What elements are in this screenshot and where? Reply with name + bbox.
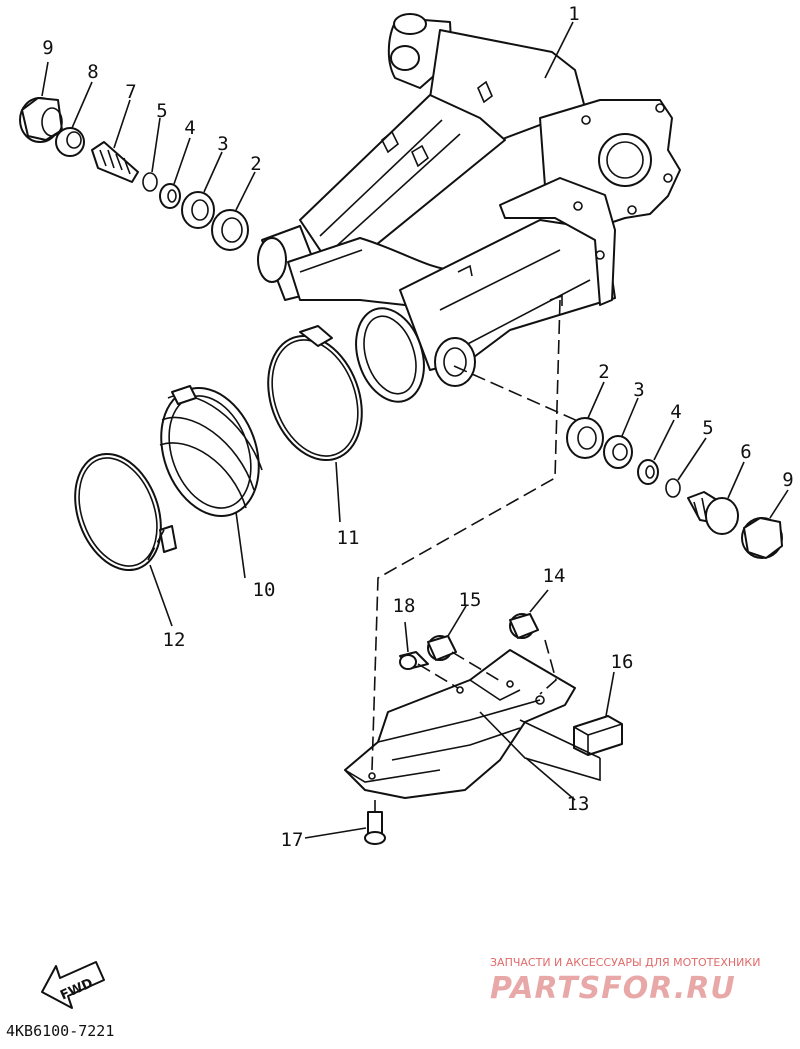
label-part-5-left: 5 — [156, 100, 167, 122]
label-part-16: 16 — [611, 651, 634, 673]
label-part-8: 8 — [87, 61, 98, 83]
label-part-14: 14 — [543, 565, 566, 587]
cap-part-9-left — [19, 97, 63, 143]
oring-part-5-left — [142, 172, 158, 192]
diagram-code: 4KB6100-7221 — [6, 1022, 114, 1040]
band-part-11 — [267, 325, 363, 461]
bolt-part-17 — [364, 811, 386, 845]
collar-part-4-left — [159, 183, 181, 209]
label-part-5-right: 5 — [702, 417, 713, 439]
label-part-4-left: 4 — [184, 117, 195, 139]
label-part-3-left: 3 — [217, 133, 228, 155]
label-part-3-right: 3 — [633, 379, 644, 401]
pivot-shaft-part-7 — [91, 141, 139, 183]
label-part-9-left: 9 — [42, 37, 53, 59]
label-part-4-right: 4 — [670, 401, 681, 423]
boot-part-10 — [159, 385, 263, 517]
oil-seal-part-3-right — [603, 435, 633, 469]
bolt-part-18 — [399, 651, 429, 670]
pivot-bolt-part-6 — [687, 491, 739, 535]
bearing-part-2-right — [566, 417, 604, 459]
label-part-2-right: 2 — [598, 361, 609, 383]
leader-lines — [41, 21, 789, 839]
label-part-1: 1 — [568, 3, 579, 25]
label-part-15: 15 — [459, 589, 482, 611]
locknut-part-8 — [55, 127, 85, 157]
collar-part-4-right — [637, 459, 659, 485]
label-part-13: 13 — [567, 793, 590, 815]
fwd-arrow-icon: FWD — [41, 961, 105, 1009]
oil-seal-part-3-left — [181, 191, 215, 229]
watermark-tagline: ЗАПЧАСТИ И АКСЕССУАРЫ ДЛЯ МОТОТЕХНИКИ — [490, 956, 760, 969]
band-part-12 — [74, 452, 177, 572]
label-part-11: 11 — [337, 527, 360, 549]
label-part-2-left: 2 — [250, 153, 261, 175]
swingarm-part-1 — [257, 13, 681, 403]
label-part-12: 12 — [163, 629, 186, 651]
label-part-18: 18 — [393, 595, 416, 617]
bearing-part-2-left — [211, 209, 249, 251]
part-number-labels: 1 9 8 7 5 4 3 2 2 3 4 5 6 9 10 11 12 14 … — [42, 3, 793, 851]
guard-part-13 — [344, 649, 576, 799]
cap-part-9-right — [741, 517, 783, 559]
label-part-17: 17 — [281, 829, 304, 851]
label-part-7: 7 — [125, 81, 136, 103]
watermark-brand: PARTSFOR.RU — [490, 971, 736, 1006]
label-part-9-right: 9 — [782, 469, 793, 491]
label-part-10: 10 — [253, 579, 276, 601]
watermark: ЗАПЧАСТИ И АКСЕССУАРЫ ДЛЯ МОТОТЕХНИКИ PA… — [490, 956, 760, 1006]
oring-part-5-right — [665, 478, 681, 498]
label-part-6: 6 — [740, 441, 751, 463]
damper-part-14 — [509, 613, 539, 639]
damper-part-15 — [427, 635, 457, 661]
pad-part-16 — [573, 715, 623, 756]
